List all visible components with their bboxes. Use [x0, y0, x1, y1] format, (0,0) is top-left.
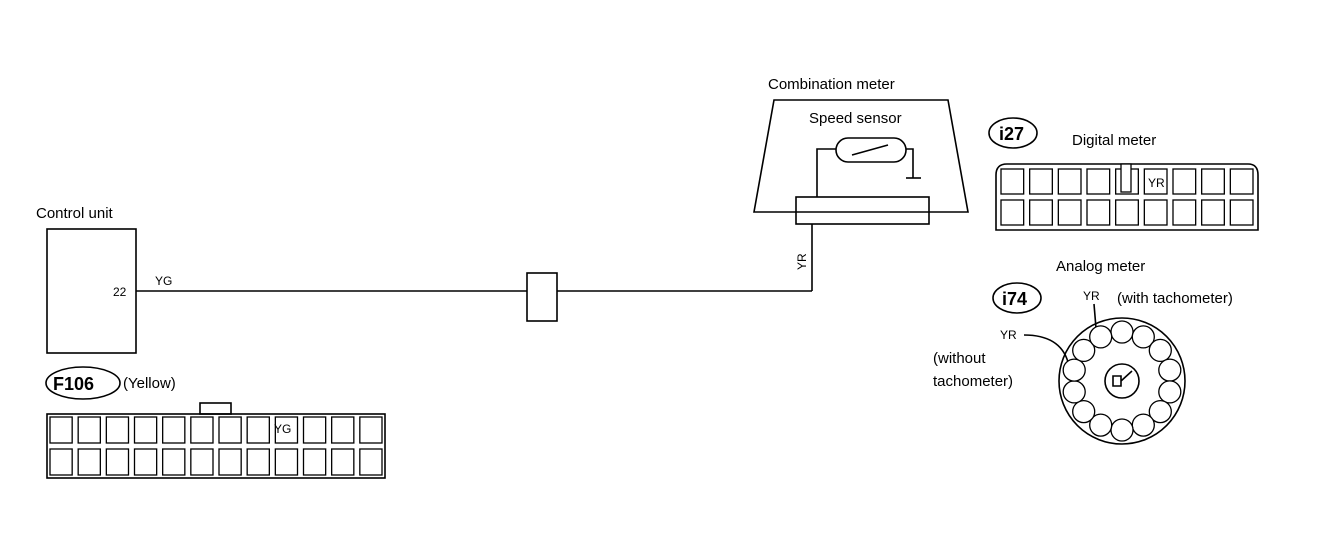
i27-pin-cell: [1229, 168, 1254, 195]
analog-meter-pin: [1148, 399, 1172, 424]
f106-pin-cell: [218, 416, 242, 444]
without-tach-note-line1: (without: [933, 350, 986, 367]
f106-pin-cell: [162, 448, 186, 476]
with-tach-wire: YR: [1083, 289, 1100, 303]
connector-i74-id: i74: [1002, 289, 1027, 309]
f106-pin-cell: [190, 416, 214, 444]
connector-f106-color-note: (Yellow): [123, 375, 176, 392]
analog-meter-pin: [1089, 325, 1113, 349]
analog-meter-pin: [1158, 358, 1182, 382]
i27-pin-cell: [1000, 168, 1025, 195]
without-tach-note-line2: tachometer): [933, 373, 1013, 390]
analog-meter-pin: [1089, 413, 1113, 437]
analog-meter-pin: [1110, 320, 1134, 344]
connector-f106-grid: [46, 413, 386, 479]
analog-meter-pin: [1110, 418, 1134, 442]
i27-pin-cell: [1029, 199, 1053, 226]
f106-body: [46, 413, 386, 479]
without-tach-leader: [1023, 334, 1069, 363]
f106-pin-cell: [274, 448, 299, 476]
intermediate-connector: [526, 272, 558, 322]
f106-pin-cell: [49, 448, 73, 476]
combination-meter-outline: [753, 99, 969, 213]
analog-meter-label: Analog meter: [1056, 258, 1145, 275]
f106-pin-cell: [359, 448, 383, 476]
with-tach-note: (with tachometer): [1117, 290, 1233, 307]
i27-pin-cell: [1000, 199, 1025, 226]
analog-meter-pin: [1131, 325, 1155, 349]
analog-meter-pins: [1062, 320, 1182, 442]
f106-pin-cell: [77, 448, 101, 476]
i27-pin-cell: [1229, 199, 1254, 226]
i27-key-slot: [1120, 163, 1132, 193]
analog-meter-pin: [1158, 380, 1182, 404]
f106-pin-cell: [218, 448, 242, 476]
i27-pin-cell: [1086, 199, 1111, 226]
i27-pin-cell: [1115, 199, 1139, 226]
speed-sensor-label: Speed sensor: [809, 110, 902, 127]
analog-meter-pin: [1072, 338, 1096, 363]
i27-pin-cell: [1172, 168, 1197, 195]
i27-pin-cell: [1086, 168, 1111, 195]
analog-meter-pin: [1072, 399, 1096, 424]
f106-pin-cell: [162, 416, 186, 444]
f106-pin-cell: [359, 416, 383, 444]
f106-pin-cell: [246, 448, 270, 476]
f106-pin-cell: [105, 416, 130, 444]
f106-pin-cell: [331, 416, 355, 444]
sensor-right-lead: [906, 148, 914, 178]
sensor-left-lead: [816, 148, 836, 197]
f106-pin-cell: [274, 416, 299, 444]
meter-wire-color: YR: [795, 253, 809, 270]
analog-meter-pin: [1062, 358, 1086, 382]
connector-f106-id: F106: [53, 374, 94, 394]
i27-pin-cell: [1201, 199, 1225, 226]
f106-latch: [199, 402, 232, 415]
i27-pin-cell: [1201, 168, 1225, 195]
i27-pin-cell: [1143, 199, 1168, 226]
i27-pin-cell: [1029, 168, 1053, 195]
i27-pin-cell: [1057, 168, 1082, 195]
connector-i27-grid: [995, 163, 1259, 231]
i27-pin-cell: [1057, 199, 1082, 226]
speed-sensor-reed-switch: [835, 137, 907, 163]
f106-pin-cell: [133, 448, 158, 476]
f106-pin-cell: [302, 416, 327, 444]
analog-meter-connector-outline: [1058, 317, 1186, 445]
reed-switch-contact: [851, 144, 889, 156]
analog-meter-pin: [1062, 380, 1086, 404]
connector-i27-id: i27: [999, 124, 1024, 144]
combination-meter-label: Combination meter: [768, 76, 895, 93]
f106-pin-cell: [331, 448, 355, 476]
analog-meter-key-notch: [1112, 370, 1133, 387]
connector-i27-badge: [988, 117, 1038, 149]
i27-pin-wire: YR: [1148, 176, 1165, 190]
digital-meter-label: Digital meter: [1072, 132, 1156, 149]
control-unit-label: Control unit: [36, 205, 114, 222]
i27-pin-cell: [1172, 199, 1197, 226]
f106-pin-cell: [77, 416, 101, 444]
connector-i74-badge: [992, 282, 1042, 314]
without-tach-wire: YR: [1000, 328, 1017, 342]
analog-meter-pin: [1148, 338, 1172, 363]
f106-pin-cell: [302, 448, 327, 476]
analog-meter-pin: [1131, 413, 1155, 437]
i27-pin-cell: [1143, 168, 1168, 195]
f106-pin-wire: YG: [274, 422, 291, 436]
control-unit-pin-number: 22: [113, 285, 127, 299]
connector-f106-badge: [45, 366, 121, 400]
i27-body: [995, 163, 1259, 231]
combination-meter-connector: [795, 196, 930, 225]
control-unit-wire-color: YG: [155, 274, 172, 288]
f106-pin-cell: [190, 448, 214, 476]
f106-pin-cell: [49, 416, 73, 444]
f106-pin-cell: [246, 416, 270, 444]
analog-meter-center-key: [1104, 363, 1140, 399]
f106-pin-cell: [105, 448, 130, 476]
f106-pin-cell: [133, 416, 158, 444]
